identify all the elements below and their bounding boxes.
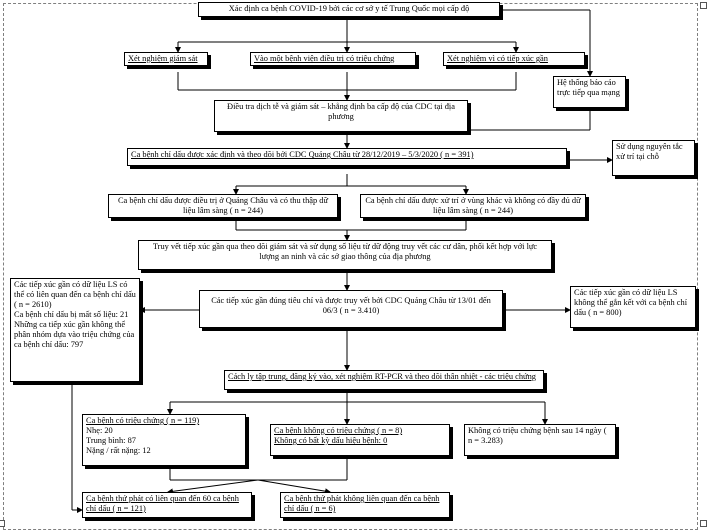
box-contacts-linked: Các tiếp xúc gần có dữ liệu LS có thể có…: [10, 278, 140, 382]
box-on-site-treatment: Sử dụng nguyên tắc xử trí tại chỗ: [612, 140, 695, 176]
box-asymptomatic-cases: Ca bệnh không có triệu chứng ( n = 8) Kh…: [270, 424, 450, 456]
box-index-cases: Ca bệnh chỉ dấu được xác định và theo dõ…: [127, 148, 567, 166]
box-eligible-contacts: Các tiếp xúc gần đúng tiêu chí và được t…: [199, 290, 503, 328]
box-epidemiological-investigation: Điều tra dịch tễ và giám sát – khẳng địn…: [214, 100, 468, 132]
box-index-cases-guangzhou: Ca bệnh chỉ dấu được điều trị ở Quảng Ch…: [108, 194, 338, 218]
box-online-report-system: Hệ thống báo cáo trực tiếp qua mạng: [553, 76, 626, 108]
box-secondary-unlinked: Ca bệnh thứ phát không liên quan đến ca …: [280, 492, 450, 518]
box-symptomatic-cases: Ca bệnh có triệu chứng ( n = 119) Nhẹ: 2…: [82, 414, 246, 466]
box-no-symptoms-14-days: Không có triệu chứng bệnh sau 14 ngày ( …: [464, 424, 616, 456]
box-index-cases-elsewhere: Ca bệnh chỉ dấu được xử trí ở vùng khác …: [360, 194, 586, 218]
box-surveillance-testing: Xét nghiệm giám sát: [124, 52, 208, 66]
box-hospital-visit: Vào một bệnh viện điều trị có triệu chứn…: [250, 52, 416, 66]
box-secondary-linked: Ca bệnh thứ phát có liên quan đến 60 ca …: [82, 492, 252, 518]
box-case-identification: Xác định ca bệnh COVID-19 bởi các cơ sở …: [198, 2, 500, 17]
box-contact-tracing: Truy vết tiếp xúc gần qua theo dõi giám …: [138, 240, 552, 270]
resize-handle-bottom-right[interactable]: [700, 520, 707, 527]
box-close-contact-testing: Xét nghiệm vì có tiếp xúc gần: [443, 52, 585, 66]
resize-handle-top-right[interactable]: [700, 2, 707, 9]
box-contacts-unlinked: Các tiếp xúc gần có dữ liệu LS không thể…: [570, 286, 696, 328]
box-quarantine-testing: Cách ly tập trung, đăng ký vào, xét nghi…: [224, 370, 544, 390]
resize-handle-bottom-left[interactable]: [0, 520, 5, 527]
